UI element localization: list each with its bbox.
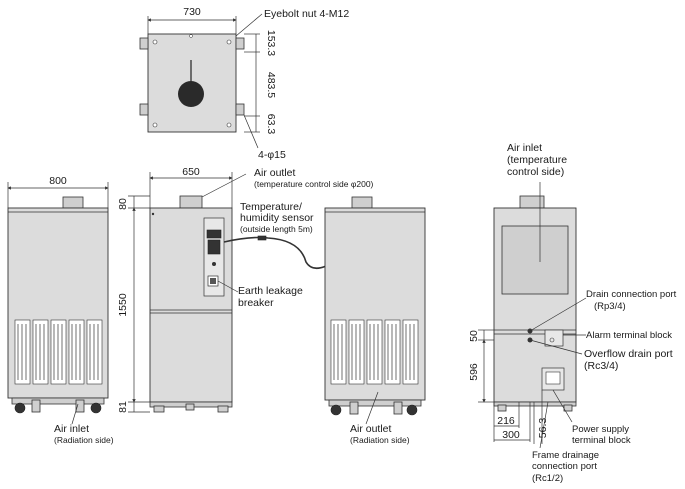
rear-inlet-panel (501, 225, 569, 295)
alarm-terminal-label: Alarm terminal block (586, 330, 672, 341)
frame-drain-label-1: Frame drainage (532, 450, 599, 461)
frame-drain-label-2: connection port (532, 461, 597, 472)
side-width-dim: 650 (182, 166, 200, 178)
dim-80: 80 (117, 198, 129, 210)
sensor-label-2: humidity sensor (240, 212, 314, 224)
front-air-inlet: Air inlet (54, 423, 89, 435)
back-view: Air outlet (Radiation side) (324, 196, 426, 445)
side-view: 650 80 1550 81 Air outlet (tempe (117, 166, 374, 413)
power-supply-label-1: Power supply (572, 424, 629, 435)
side-air-outlet: Air outlet (254, 167, 296, 179)
drain-port-label: Drain connection port (586, 289, 677, 300)
dim-153: 153.3 (265, 30, 277, 56)
frame-drain-sub: (Rc1/2) (532, 473, 563, 484)
dim-81: 81 (117, 401, 129, 413)
back-air-outlet-sub: (Radiation side) (350, 435, 410, 445)
rear-air-inlet-3: control side) (507, 166, 564, 178)
dim-63: 63.3 (265, 114, 277, 135)
eyebolt-label: Eyebolt nut 4-M12 (264, 8, 349, 20)
drain-port-sub: (Rp3/4) (594, 301, 626, 312)
dim-216: 216 (497, 415, 515, 427)
overflow-drain-sub: (Rc3/4) (584, 360, 618, 372)
overflow-drain-label: Overflow drain port (584, 348, 673, 360)
front-grille (14, 319, 103, 385)
top-width-dim: 730 (183, 6, 201, 18)
rear-air-inlet-2: (temperature (507, 154, 567, 166)
top-duct-circle (178, 81, 204, 107)
front-air-inlet-sub: (Radiation side) (54, 435, 114, 445)
rear-view: Air inlet (temperature control side) Dra… (468, 142, 677, 484)
rear-air-inlet-1: Air inlet (507, 142, 542, 154)
dim-56: 56.3 (537, 418, 549, 439)
dim-1550: 1550 (117, 293, 129, 317)
sensor-label-sub: (outside length 5m) (240, 224, 313, 234)
breaker-label-2: breaker (238, 297, 274, 309)
back-grille (330, 319, 419, 385)
dim-50: 50 (468, 330, 480, 342)
front-view: 800 Air inlet (Radiation side) (7, 175, 114, 445)
dim-300: 300 (502, 429, 520, 441)
breaker-label-1: Earth leakage (238, 285, 303, 297)
back-air-outlet: Air outlet (350, 423, 392, 435)
dim-596: 596 (468, 363, 480, 381)
alarm-terminal-box (544, 329, 564, 347)
side-air-outlet-sub: (temperature control side φ200) (254, 179, 374, 189)
dim-483: 483.5 (265, 72, 277, 98)
front-width-dim: 800 (49, 175, 67, 187)
sensor-label-1: Temperature/ (240, 201, 302, 213)
hole-label: 4-φ15 (258, 149, 286, 161)
power-supply-label-2: terminal block (572, 435, 631, 446)
top-view: 730 Eyebolt nut 4-M12 153.3 483.5 63.3 (139, 6, 349, 161)
